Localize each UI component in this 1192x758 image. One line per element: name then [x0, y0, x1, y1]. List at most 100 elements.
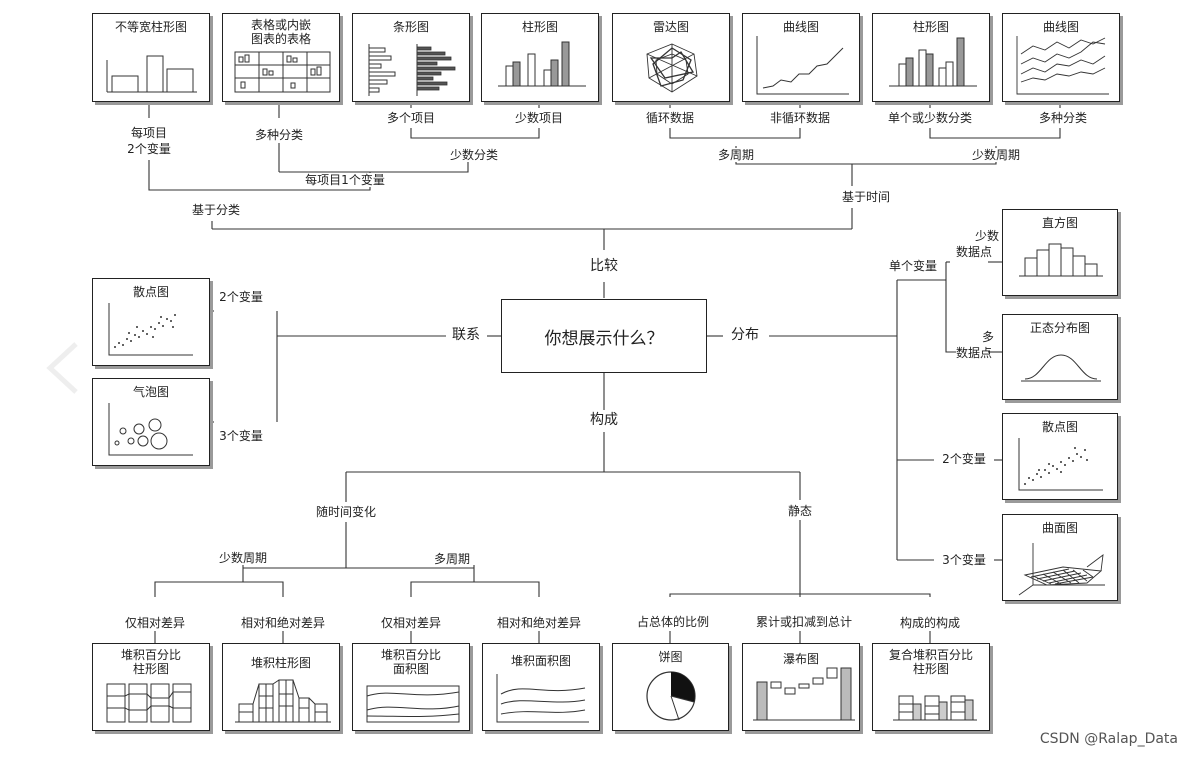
chart-box-column-top: 柱形图: [481, 13, 599, 102]
chart-box-waterfall: 瀑布图: [742, 643, 860, 731]
label-dist-three-vars: 3个变量: [942, 553, 986, 567]
title-stacked-100-subcomponents: 复合堆积百分比柱形图: [888, 648, 973, 676]
label-few: 少数: [974, 229, 1000, 243]
chart-box-table-with-charts: 表格或内嵌图表的表格: [222, 13, 340, 102]
chart-box-line-top2: 曲线图: [1002, 13, 1120, 102]
column-chart-thumb: [498, 41, 586, 87]
stacked-100-area-thumb: [366, 685, 460, 723]
chart-box-pie: 饼图: [612, 643, 729, 731]
central-question: 你想展示什么？: [501, 299, 707, 373]
branch-composition: 构成: [590, 412, 618, 428]
stacked-area-thumb: [496, 674, 589, 723]
multi-line-chart-thumb: [1016, 36, 1109, 95]
branch-distribution: 分布: [731, 327, 759, 343]
label-relation-three-vars: 3个变量: [219, 429, 263, 443]
chart-box-radar: 雷达图: [612, 13, 730, 102]
label-comp-few-periods: 少数周期: [218, 551, 268, 565]
chart-box-stacked-area: 堆积面积图: [482, 643, 600, 731]
title-variable-width-column: 不等宽柱形图: [114, 20, 187, 34]
title-table-with-charts: 表格或内嵌图表的表格: [250, 18, 311, 46]
surface-chart-thumb: [1018, 543, 1105, 596]
label-over-time: 随时间变化: [315, 505, 377, 519]
bar-chart-thumb: [368, 44, 456, 96]
branch-relation: 联系: [452, 327, 480, 343]
bubble-chart-thumb: [108, 403, 193, 456]
label-share-of-total: 占总体的比例: [636, 615, 710, 629]
chart-box-line-top: 曲线图: [742, 13, 860, 102]
label-comp-many-periods: 多周期: [433, 552, 471, 566]
title-column-top2: 柱形图: [912, 20, 949, 34]
label-components-of-components: 构成的构成: [899, 616, 961, 630]
label-per-item: 每项目: [130, 126, 168, 140]
label-few-periods: 少数周期: [971, 148, 1021, 162]
pie-chart-thumb: [646, 671, 696, 721]
label-many-items: 多个项目: [386, 111, 436, 125]
title-stacked-column: 堆积柱形图: [250, 656, 311, 670]
title-stacked-100-column: 堆积百分比柱形图: [120, 648, 181, 676]
title-line-top2: 曲线图: [1042, 20, 1079, 34]
label-one-var-per-item: 每项目1个变量: [305, 173, 385, 187]
chart-box-column-top2: 柱形图: [872, 13, 990, 102]
label-by-time: 基于时间: [841, 190, 891, 204]
label-relative-absolute-1: 相对和绝对差异: [240, 616, 326, 630]
chart-box-scatter-right: 散点图: [1002, 413, 1118, 500]
label-relative-absolute-2: 相对和绝对差异: [496, 616, 582, 630]
label-cyclic: 循环数据: [645, 111, 695, 125]
stacked-100-subcomponents-thumb: [893, 695, 977, 721]
title-stacked-100-area: 堆积百分比面积图: [380, 648, 441, 676]
title-scatter-left: 散点图: [132, 285, 169, 299]
waterfall-chart-thumb: [753, 667, 855, 721]
title-column-top: 柱形图: [521, 20, 558, 34]
label-many-periods: 多周期: [717, 148, 755, 162]
chart-box-histogram: 直方图: [1002, 209, 1118, 296]
label-few-categories: 少数分类: [449, 148, 499, 162]
histogram-thumb: [1019, 243, 1103, 277]
label-single-or-few-categories: 单个或少数分类: [887, 111, 973, 125]
label-by-category: 基于分类: [191, 203, 241, 217]
scatter-chart-thumb-right: [1018, 438, 1103, 491]
stacked-100-column-thumb: [106, 683, 192, 723]
title-scatter-right: 散点图: [1041, 420, 1078, 434]
scatter-chart-thumb-left: [108, 303, 193, 356]
line-chart-thumb: [756, 36, 849, 95]
chart-box-stacked-100-column: 堆积百分比柱形图: [92, 643, 210, 731]
table-with-charts-thumb: [234, 51, 331, 93]
chart-box-surface: 曲面图: [1002, 514, 1118, 601]
label-many-data-points: 数据点: [955, 346, 993, 360]
title-radar: 雷达图: [652, 20, 689, 34]
label-static: 静态: [787, 504, 813, 518]
label-relative-only-1: 仅相对差异: [124, 616, 186, 630]
chart-box-bubble: 气泡图: [92, 378, 210, 466]
title-waterfall: 瀑布图: [782, 652, 819, 666]
label-many-categories-line: 多种分类: [1038, 111, 1088, 125]
watermark: CSDN @Ralap_Data: [1039, 731, 1178, 747]
title-pie: 饼图: [658, 650, 683, 664]
label-many: 多: [981, 330, 995, 344]
label-many-categories: 多种分类: [254, 128, 304, 142]
radar-chart-thumb: [646, 43, 698, 93]
chevron-left-icon: [46, 342, 78, 394]
chart-box-normal-distribution: 正态分布图: [1002, 314, 1118, 400]
chart-box-stacked-100-area: 堆积百分比面积图: [352, 643, 470, 731]
title-stacked-area: 堆积面积图: [510, 654, 571, 668]
branch-compare: 比较: [590, 258, 618, 274]
variable-width-column-thumb: [106, 55, 197, 93]
label-relative-only-2: 仅相对差异: [380, 616, 442, 630]
label-few-data-points: 数据点: [955, 245, 993, 259]
column-chart-thumb-2: [889, 37, 977, 87]
chart-box-variable-width-column: 不等宽柱形图: [92, 13, 210, 102]
label-few-items: 少数项目: [514, 111, 564, 125]
label-two-vars: 2个变量: [127, 142, 171, 156]
label-accumulate: 累计或扣减到总计: [755, 615, 853, 629]
stacked-column-thumb: [235, 679, 331, 723]
title-surface: 曲面图: [1041, 521, 1078, 535]
title-line-top: 曲线图: [782, 20, 819, 34]
label-dist-two-vars: 2个变量: [942, 452, 986, 466]
title-bar: 条形图: [392, 20, 429, 34]
chart-box-scatter-left: 散点图: [92, 278, 210, 366]
chart-box-stacked-column: 堆积柱形图: [222, 643, 340, 731]
chart-box-stacked-100-subcomponents: 复合堆积百分比柱形图: [872, 643, 990, 731]
title-histogram: 直方图: [1041, 216, 1078, 230]
label-non-cyclic: 非循环数据: [769, 111, 831, 125]
